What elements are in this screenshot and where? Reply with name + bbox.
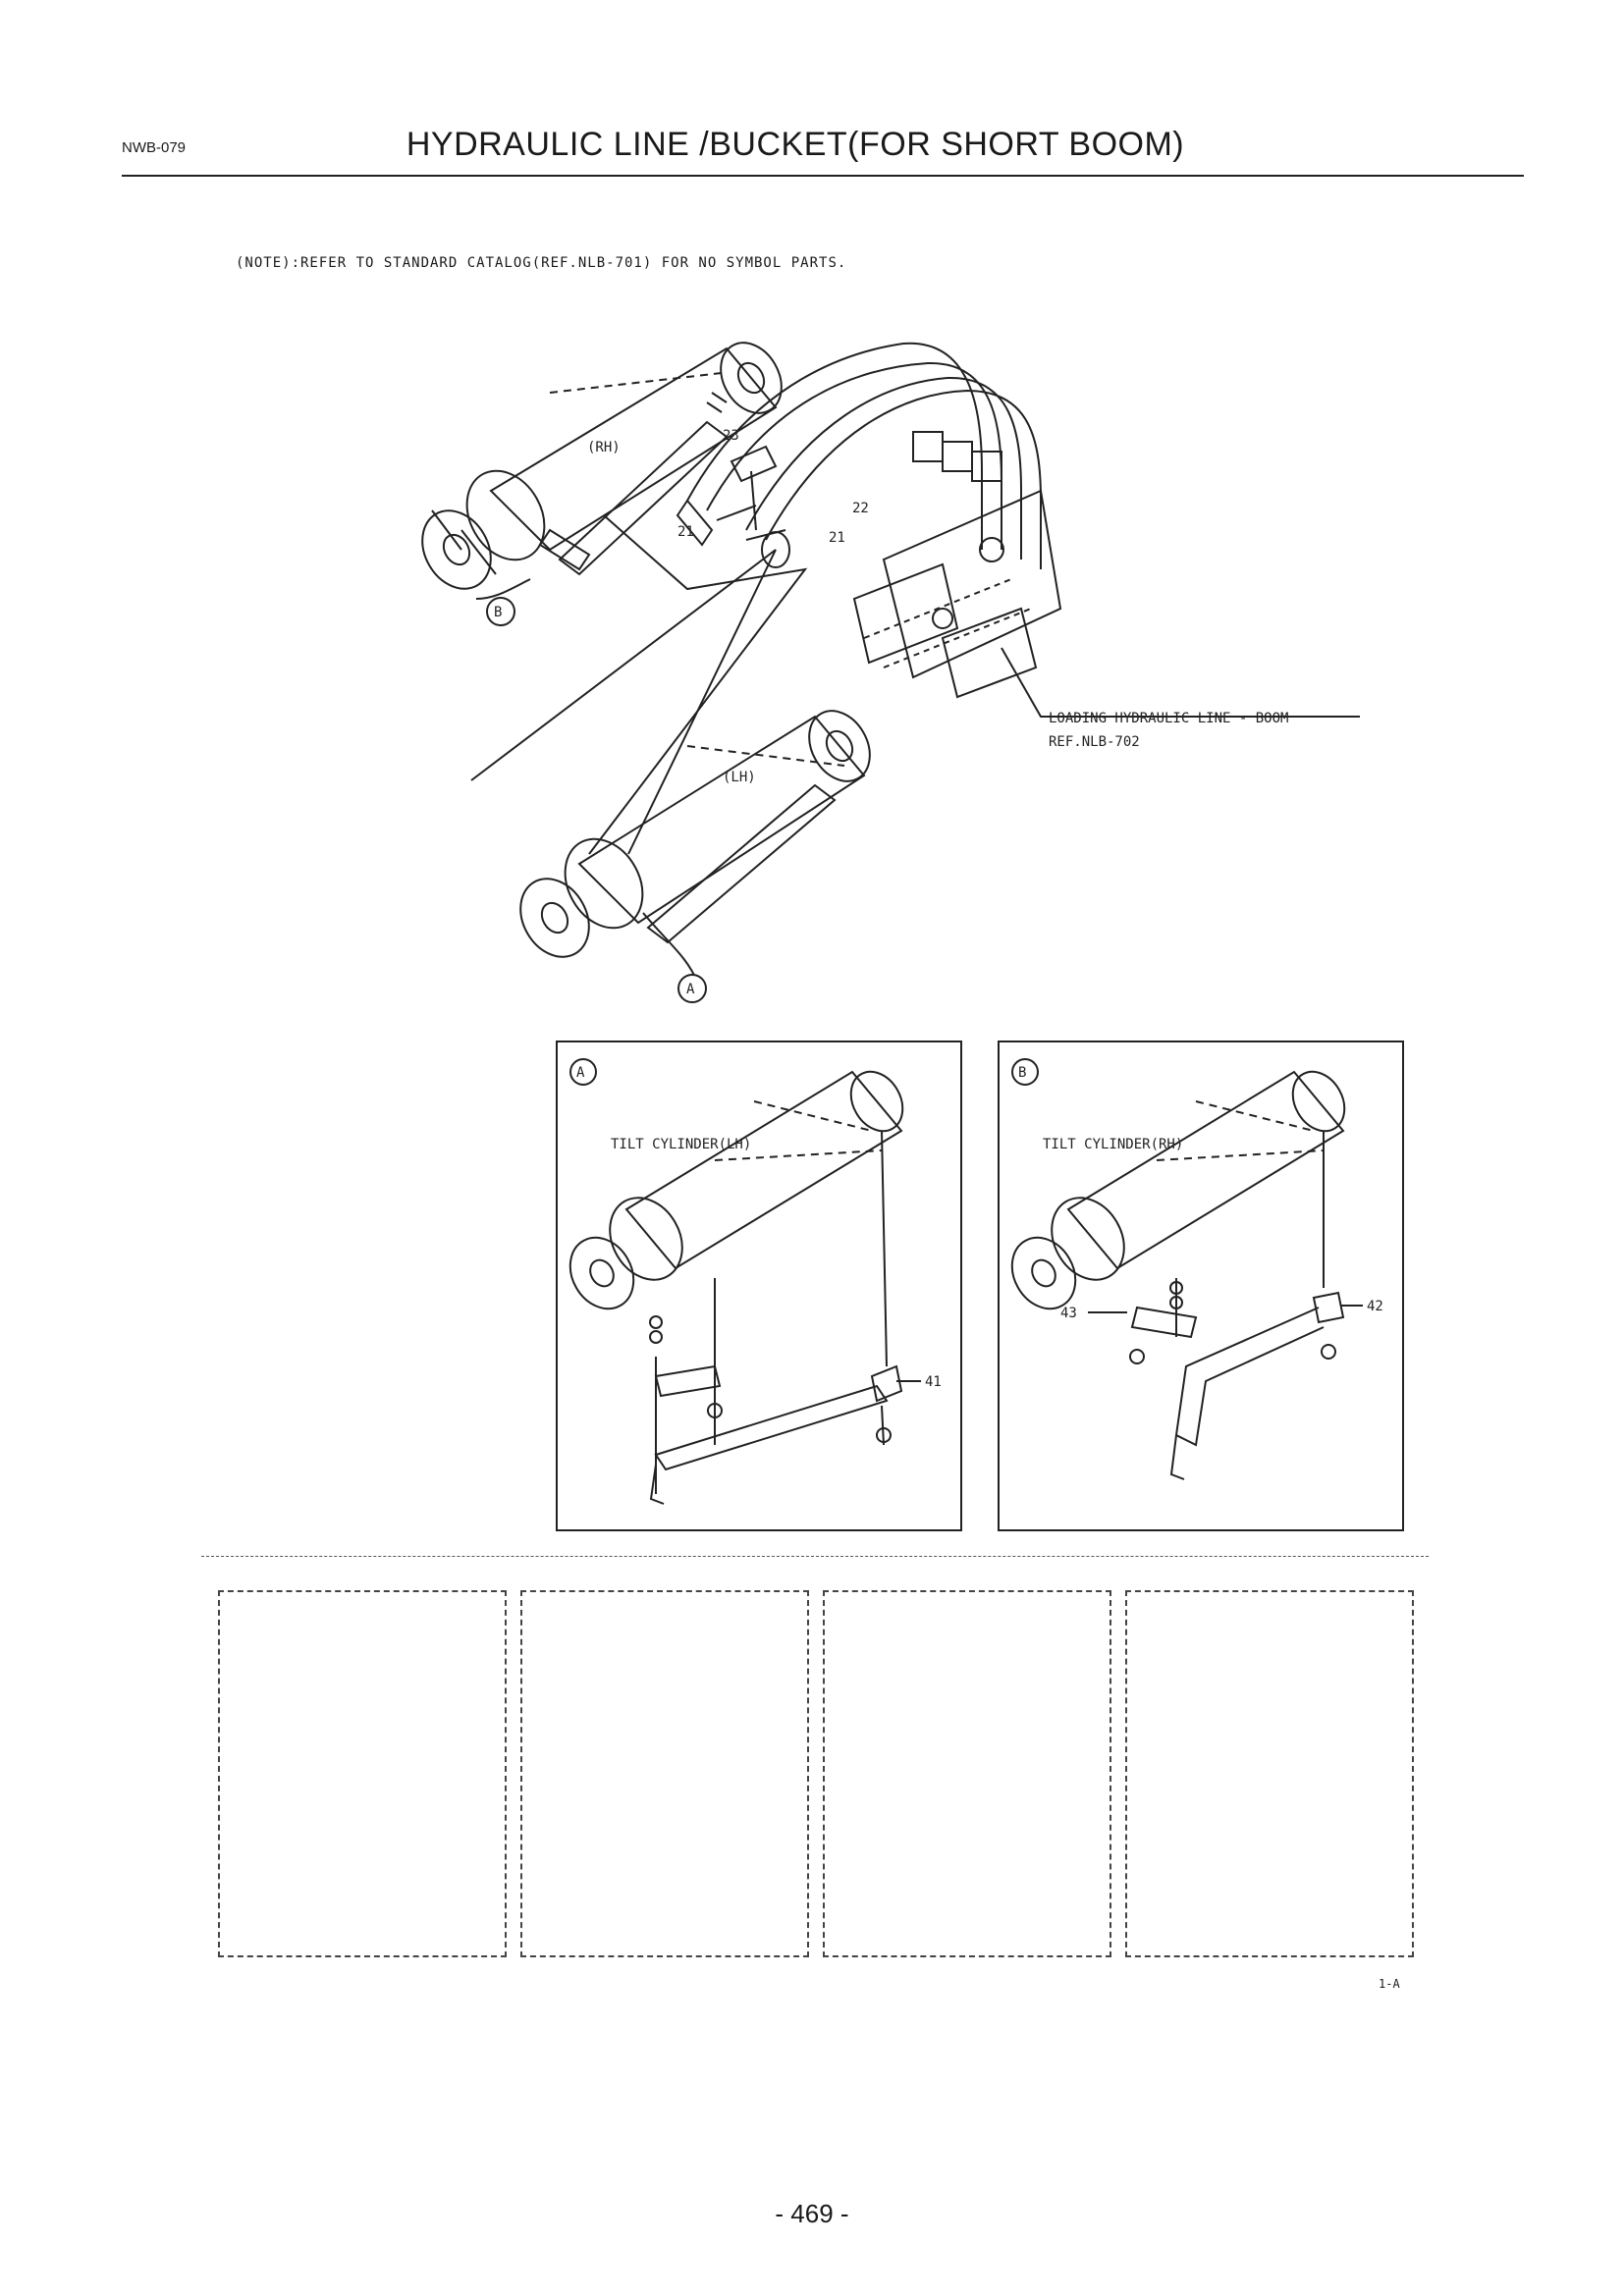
part-22: 22 <box>852 501 869 516</box>
lh-cylinder <box>519 710 871 958</box>
parts-slot-3 <box>823 1590 1111 1957</box>
detail-box-a: A TILT CYLINDER(LH) 41 <box>556 1041 962 1531</box>
parts-slot-4 <box>1125 1590 1414 1957</box>
valve-block <box>852 431 1062 699</box>
callout-b-text: B <box>494 605 502 620</box>
callout-a-text: A <box>686 982 695 997</box>
note-text: (NOTE):REFER TO STANDARD CATALOG(REF.NLB… <box>236 255 847 271</box>
page-number: - 469 - <box>775 2199 849 2228</box>
callout-a-circle <box>677 974 707 1003</box>
detail-a-drawing: A TILT CYLINDER(LH) 41 <box>568 1058 942 1505</box>
callout-b-circle <box>486 597 515 626</box>
detail-b-caption: TILT CYLINDER(RH) <box>1043 1137 1183 1152</box>
detail-b-drawing: B TILT CYLINDER(RH) 42 43 <box>1010 1058 1383 1480</box>
part-43: 43 <box>1060 1306 1077 1321</box>
parts-slot-1 <box>218 1590 507 1957</box>
detail-a-marker-circle <box>569 1058 597 1086</box>
part-42: 42 <box>1367 1299 1383 1314</box>
fittings <box>676 445 790 568</box>
parts-slot-2 <box>520 1590 809 1957</box>
detail-a-marker: A <box>576 1065 585 1081</box>
leader-lines-2 <box>470 549 777 855</box>
ref-line-1: LOADING HYDRAULIC LINE - BOOM <box>1049 711 1288 726</box>
ref-line-2: REF.NLB-702 <box>1049 734 1140 750</box>
detail-a-caption: TILT CYLINDER(LH) <box>611 1137 751 1152</box>
ref-leader <box>1001 647 1360 718</box>
separator-line <box>201 1556 1429 1557</box>
sheet-ref: 1-A <box>1379 1977 1400 1991</box>
rh-cylinder <box>421 342 783 590</box>
lh-label: (LH) <box>723 770 756 785</box>
part-41: 41 <box>925 1374 942 1390</box>
part-23: 23 <box>723 428 739 444</box>
detail-box-b: B TILT CYLINDER(RH) 42 43 <box>998 1041 1404 1531</box>
part-21a: 21 <box>677 524 694 540</box>
title-rule <box>122 175 1524 177</box>
page-code: NWB-079 <box>122 139 187 156</box>
hoses <box>686 342 1042 569</box>
detail-b-marker-circle <box>1011 1058 1039 1086</box>
detail-b-marker: B <box>1018 1065 1026 1081</box>
rh-label: (RH) <box>587 440 621 455</box>
callout-arrow-b <box>475 578 531 600</box>
page-title: HYDRAULIC LINE /BUCKET(FOR SHORT BOOM) <box>406 126 1185 163</box>
part-21b: 21 <box>829 530 845 546</box>
